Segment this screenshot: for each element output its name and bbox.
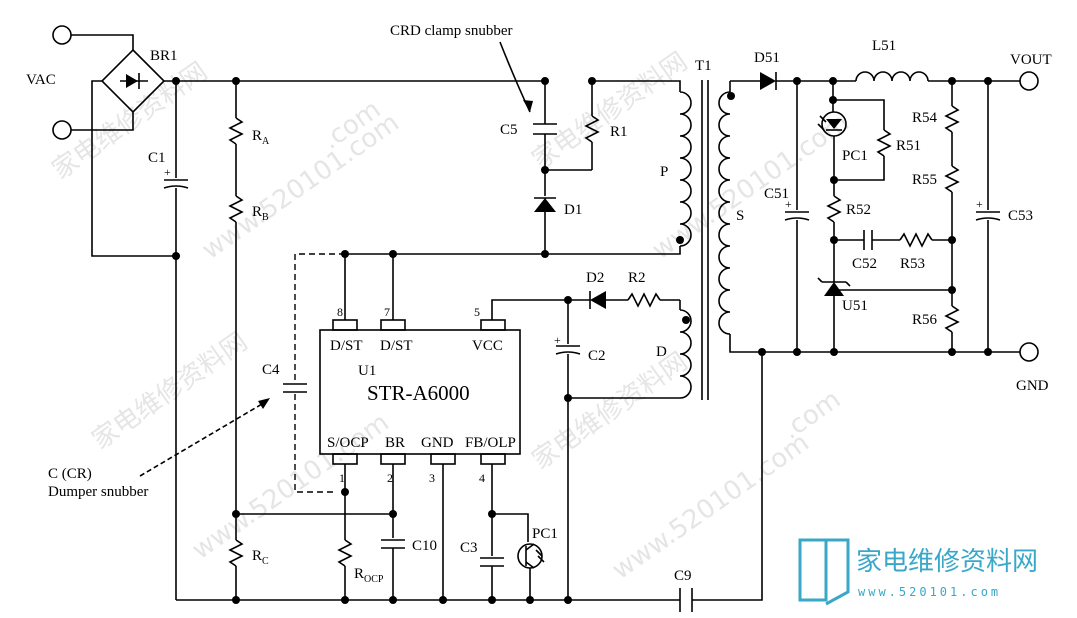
gnd-terminal <box>1019 342 1039 362</box>
rc-label: RC <box>252 548 269 567</box>
gnd-label: GND <box>1016 378 1049 394</box>
brand-url: www.520101.com <box>858 585 1001 599</box>
u51-label: U51 <box>842 298 868 314</box>
dumper-annotation-line1: C (CR) <box>48 466 92 482</box>
brand-logo: 家电维修资料网 www.520101.com <box>798 538 1038 606</box>
vout-label: VOUT <box>1010 52 1052 68</box>
vac-terminal-top <box>52 25 72 45</box>
c9-label: C9 <box>674 568 692 584</box>
pin-number: 1 <box>339 471 345 485</box>
pc1-secondary-label: PC1 <box>842 148 868 164</box>
d2-label: D2 <box>586 270 604 286</box>
vcc-supply: + <box>491 291 680 600</box>
r52-label: R52 <box>846 202 871 218</box>
c53-capacitor: + <box>975 81 1001 352</box>
pin-number: 8 <box>337 305 343 319</box>
svg-text:+: + <box>164 165 171 179</box>
t1-label: T1 <box>695 58 712 74</box>
c1-label: C1 <box>148 150 166 166</box>
resistor-divider <box>228 81 244 600</box>
watermark-text: .com <box>777 385 846 446</box>
vac-terminal-bottom <box>52 120 72 140</box>
dumper-annotation-line2: Dumper snubber <box>48 484 148 500</box>
junction-dots <box>172 77 992 604</box>
r53-label: R53 <box>900 256 925 272</box>
c4-dumper-snubber <box>283 253 345 493</box>
fb-path <box>480 464 545 600</box>
pin-name: FB/OLP <box>465 435 516 451</box>
ic-part-label: STR-A6000 <box>367 381 470 405</box>
r51-label: R51 <box>896 138 921 154</box>
rocp-label: ROCP <box>354 566 384 585</box>
watermark-text: 家电维修资料网 <box>527 47 693 176</box>
bridge-rectifier <box>100 48 166 114</box>
c52-label: C52 <box>852 256 877 272</box>
c9-capacitor <box>679 588 693 612</box>
pin-name: D/ST <box>330 338 363 354</box>
output-rectifier <box>730 72 856 90</box>
c5-label: C5 <box>500 122 518 138</box>
pin-number: 5 <box>474 305 480 319</box>
d1-label: D1 <box>564 202 582 218</box>
l51-inductor <box>855 71 1039 91</box>
pin-name: BR <box>385 435 405 451</box>
c2-label: C2 <box>588 348 606 364</box>
pin-name: D/ST <box>380 338 413 354</box>
ic-ref-label: U1 <box>358 363 376 379</box>
r56-label: R56 <box>912 312 938 328</box>
vac-label: VAC <box>26 72 56 88</box>
c10-label: C10 <box>412 538 437 554</box>
c1-capacitor: + <box>163 81 189 600</box>
watermark-text: 家电维修资料网 <box>527 347 693 476</box>
svg-text:+: + <box>785 197 792 211</box>
r1-label: R1 <box>610 124 628 140</box>
l51-label: L51 <box>872 38 896 54</box>
pin-name: GND <box>421 435 454 451</box>
d-winding-label: D <box>656 344 667 360</box>
r55-label: R55 <box>912 172 937 188</box>
ground-rail-return <box>692 352 763 601</box>
watermark-text: www.520101.com <box>607 428 815 586</box>
watermark-text: www.520101.com <box>197 108 405 266</box>
feedback-network <box>817 81 952 352</box>
c51-label: C51 <box>764 186 789 202</box>
pin-name: S/OCP <box>327 435 369 451</box>
ac-input <box>52 25 545 257</box>
c3-label: C3 <box>460 540 478 556</box>
c53-label: C53 <box>1008 208 1033 224</box>
br1-label: BR1 <box>150 48 178 64</box>
svg-text:+: + <box>976 197 983 211</box>
p-winding-label: P <box>660 164 668 180</box>
transformer-t1 <box>545 80 1020 400</box>
br-path <box>236 464 405 600</box>
watermark-text: www.520101.com <box>187 408 395 566</box>
crd-clamp-annotation: CRD clamp snubber <box>390 23 512 39</box>
watermark-layer: 家电维修资料网 www.520101.com 家电维修资料网 .com 家电维修… <box>47 47 855 586</box>
s-winding-label: S <box>736 208 744 224</box>
r54-label: R54 <box>912 110 938 126</box>
d51-label: D51 <box>754 50 780 66</box>
pin-number: 3 <box>429 471 435 485</box>
c51-capacitor: + <box>784 81 810 352</box>
pin-number: 2 <box>387 471 393 485</box>
brand-name: 家电维修资料网 <box>856 547 1038 577</box>
ic-body <box>319 329 521 455</box>
rb-label: RB <box>252 204 269 223</box>
output-divider <box>944 81 960 352</box>
crd-snubber <box>533 81 600 254</box>
pin-number: 7 <box>384 305 390 319</box>
vout-terminal <box>1019 71 1039 91</box>
watermark-text: 家电维修资料网 <box>47 57 213 186</box>
svg-text:+: + <box>554 333 561 347</box>
watermark-text: 家电维修资料网 <box>87 327 253 456</box>
pin-number: 4 <box>479 471 485 485</box>
pc1-primary-label: PC1 <box>532 526 558 542</box>
ra-label: RA <box>252 128 270 147</box>
rocp-path <box>337 464 353 600</box>
r2-label: R2 <box>628 270 646 286</box>
c4-label: C4 <box>262 362 280 378</box>
pin-name: VCC <box>472 338 503 354</box>
